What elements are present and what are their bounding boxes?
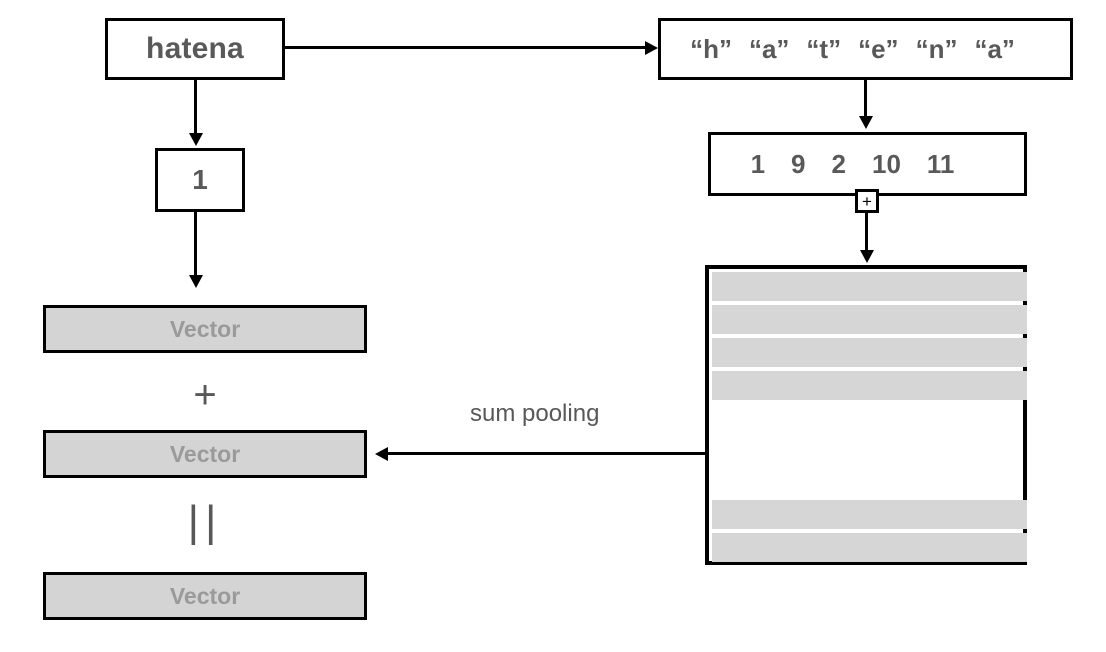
vector-box-3-label: Vector	[169, 582, 241, 609]
word-box[interactable]: hatena	[105, 18, 285, 80]
edge-word-id-to-vector-line	[194, 212, 197, 277]
char-token-5: “a”	[974, 33, 1015, 64]
plus-connector-box[interactable]: +	[855, 189, 879, 213]
matrix-row	[712, 338, 1027, 367]
edge-char-ids-to-matrix-line	[865, 210, 868, 252]
plus-connector-label: +	[862, 191, 872, 211]
chars-box[interactable]: “h” “a” “t” “e” “n” “a”	[658, 18, 1073, 80]
vector-box-1[interactable]: Vector	[43, 305, 367, 353]
vector-box-2-label: Vector	[169, 440, 241, 467]
edge-matrix-to-vector-line	[388, 452, 705, 455]
char-id-2: 2	[831, 148, 846, 179]
matrix-row	[712, 500, 1027, 529]
vector-box-3[interactable]: Vector	[43, 572, 367, 620]
edge-label-sum-pooling: sum pooling	[470, 400, 600, 427]
word-id-box[interactable]: 1	[155, 148, 245, 212]
matrix-row	[712, 272, 1027, 301]
edge-char-ids-to-matrix-arrowhead	[859, 250, 874, 263]
char-token-1: “a”	[748, 33, 790, 64]
operator-concat: ||	[43, 500, 367, 544]
char-token-3: “e”	[858, 33, 899, 64]
char-id-4: 11	[926, 148, 955, 179]
embedding-matrix[interactable]	[705, 265, 1027, 565]
char-id-3: 10	[871, 148, 901, 179]
char-token-2: “t”	[806, 33, 842, 64]
char-ids-box[interactable]: 1 9 2 10 11	[708, 132, 1027, 196]
operator-plus-label: +	[193, 373, 217, 417]
edge-matrix-to-vector-arrowhead	[375, 446, 388, 461]
chars-list: “h” “a” “t” “e” “n” “a”	[690, 34, 1041, 65]
embedding-matrix-rows	[709, 269, 1027, 562]
edge-word-to-word-id-arrowhead	[188, 133, 203, 146]
matrix-row	[712, 533, 1027, 562]
char-id-0: 1	[750, 148, 766, 179]
matrix-row	[712, 305, 1027, 334]
operator-concat-label: ||	[187, 497, 223, 546]
char-ids-list: 1 9 2 10 11	[751, 149, 985, 180]
word-box-label: hatena	[146, 32, 244, 65]
edge-chars-to-char-ids-line	[864, 80, 867, 118]
word-id-label: 1	[192, 164, 208, 195]
edge-word-to-word-id-line	[194, 80, 197, 135]
char-token-0: “h”	[690, 33, 732, 64]
vector-box-1-label: Vector	[169, 315, 241, 342]
char-token-4: “n”	[915, 33, 958, 64]
char-id-1: 9	[791, 148, 806, 179]
edge-word-to-chars-line	[285, 46, 645, 49]
edge-word-id-to-vector-arrowhead	[188, 275, 203, 288]
vector-box-2[interactable]: Vector	[43, 430, 367, 478]
matrix-row	[712, 371, 1027, 400]
edge-chars-to-char-ids-arrowhead	[858, 116, 873, 129]
edge-word-to-chars-arrowhead	[645, 40, 658, 55]
operator-plus: +	[43, 375, 367, 415]
